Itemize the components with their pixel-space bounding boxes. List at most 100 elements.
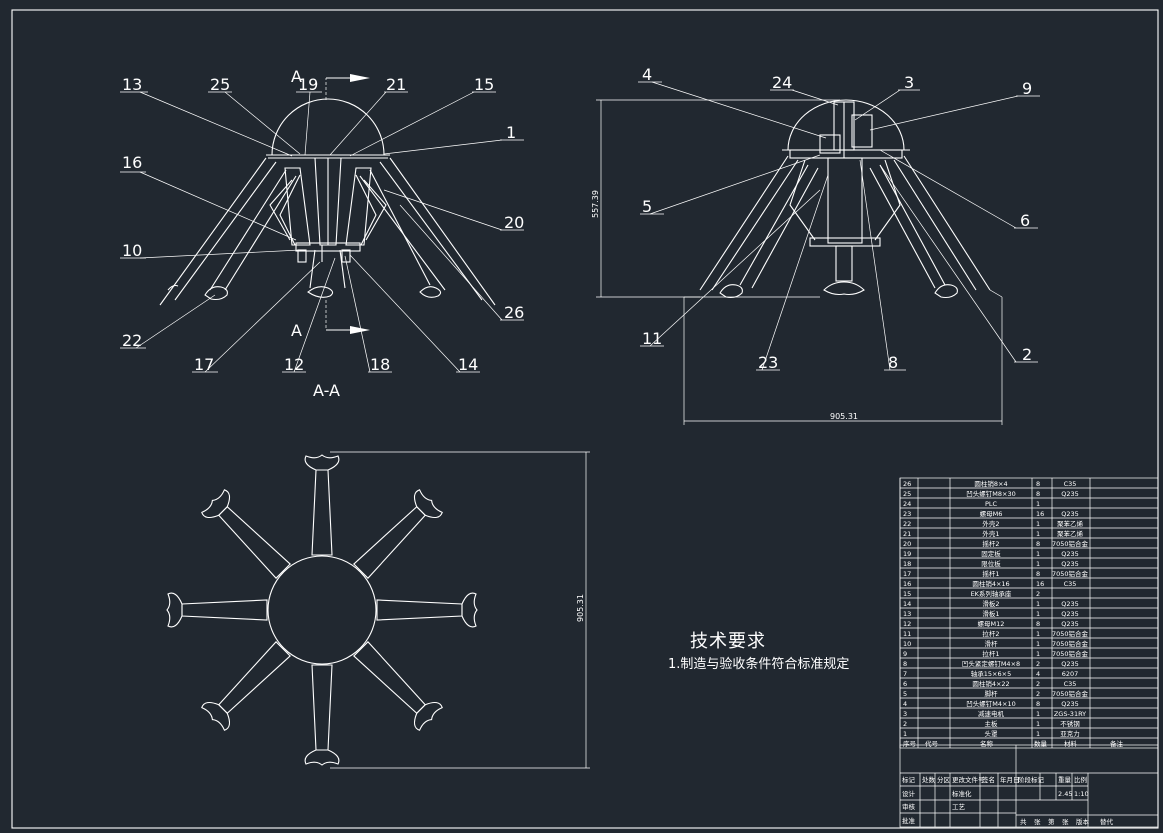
bom-qty: 1: [1036, 710, 1040, 718]
bom-no: 26: [903, 480, 911, 488]
bom-name: 摇杆2: [982, 539, 999, 548]
bom-qty: 1: [1036, 650, 1040, 658]
svg-text:标准化: 标准化: [952, 789, 972, 798]
svg-text:张: 张: [1034, 817, 1041, 826]
bom-header: 材料: [1064, 739, 1078, 748]
bom-name: 头罩: [985, 729, 999, 738]
bom-name: 滑板1: [982, 609, 999, 618]
svg-text:A: A: [291, 67, 302, 86]
bom-qty: 1: [1036, 560, 1040, 568]
bom-header: 数量: [1034, 739, 1048, 748]
bom-material: Q235: [1061, 510, 1079, 518]
svg-text:4: 4: [642, 65, 652, 84]
bom-material: ZGS-31RY: [1054, 710, 1086, 718]
bom-material: 7050铝合金: [1052, 629, 1089, 638]
bom-name: 凹头螺钉M8×30: [966, 489, 1015, 498]
bom-material: 6207: [1062, 670, 1079, 678]
svg-text:A: A: [291, 321, 302, 340]
svg-text:审核: 审核: [902, 802, 916, 811]
bom-name: 减速电机: [978, 709, 1005, 718]
bom-qty: 16: [1036, 510, 1044, 518]
balloon-labels-left: 13 25 19 21 15 1 16 20 10 22 17 12 18 14…: [122, 67, 524, 400]
bom-no: 25: [903, 490, 911, 498]
plan-view: [166, 454, 478, 766]
section-view: [159, 74, 496, 334]
tech-requirements-title: 技术要求: [690, 631, 766, 652]
bom-qty: 2: [1036, 660, 1040, 668]
bom-no: 20: [903, 540, 911, 548]
bom-name: 固定板: [981, 549, 1001, 558]
bom-qty: 2: [1036, 680, 1040, 688]
bom-no: 4: [903, 700, 907, 708]
bom-qty: 1: [1036, 520, 1040, 528]
bom-name: 主板: [985, 719, 999, 728]
bom-qty: 1: [1036, 500, 1040, 508]
bom-qty: 2: [1036, 690, 1040, 698]
bom-qty: 8: [1036, 700, 1040, 708]
bom-qty: 1: [1036, 720, 1040, 728]
svg-text:1:10: 1:10: [1074, 790, 1089, 798]
sheet-border: [11, 9, 1159, 829]
bom-no: 14: [903, 600, 911, 608]
svg-text:A-A: A-A: [313, 381, 340, 400]
bom-name: 滑杆: [985, 639, 999, 648]
svg-text:11: 11: [642, 329, 662, 348]
bom-qty: 1: [1036, 630, 1040, 638]
bom-material: C35: [1064, 580, 1077, 588]
bom-no: 21: [903, 530, 911, 538]
svg-text:分区: 分区: [937, 775, 951, 784]
bom-material: C35: [1064, 480, 1077, 488]
bom-material: 亚克力: [1060, 729, 1080, 738]
bom-material: C35: [1064, 680, 1077, 688]
bom-no: 11: [903, 630, 911, 638]
bom-material: 7050铝合金: [1052, 639, 1089, 648]
bom-no: 10: [903, 640, 911, 648]
svg-text:22: 22: [122, 331, 142, 350]
svg-text:版本: 版本: [1076, 817, 1090, 826]
bom-name: 凹头紧定螺钉M4×8: [962, 659, 1020, 668]
svg-text:重量: 重量: [1058, 776, 1072, 784]
svg-text:20: 20: [504, 213, 524, 232]
svg-text:替代: 替代: [1100, 817, 1114, 826]
bom-header: 代号: [925, 739, 939, 748]
bom-no: 24: [903, 500, 911, 508]
svg-text:工艺: 工艺: [952, 803, 966, 811]
bom-no: 2: [903, 720, 907, 728]
bom-name: EK系列轴承座: [971, 589, 1012, 598]
svg-text:10: 10: [122, 241, 142, 260]
svg-text:18: 18: [370, 355, 390, 374]
svg-text:更改文件号: 更改文件号: [952, 775, 985, 784]
bom-material: Q235: [1061, 700, 1079, 708]
leader-lines-left: [120, 91, 524, 373]
bom-no: 19: [903, 550, 911, 558]
bom-material: 7050铝合金: [1052, 539, 1089, 548]
svg-text:2.45: 2.45: [1058, 790, 1072, 798]
bom-qty: 8: [1036, 490, 1040, 498]
bom-no: 1: [903, 730, 907, 738]
svg-text:9: 9: [1022, 79, 1032, 98]
dim-width: 905.31: [830, 412, 858, 421]
svg-text:21: 21: [386, 75, 406, 94]
bom-material: Q235: [1061, 560, 1079, 568]
bom-name: 轴承15×6×5: [971, 669, 1011, 678]
bom-name: 螺母M6: [980, 509, 1003, 518]
bom-no: 22: [903, 520, 911, 528]
bom-no: 23: [903, 510, 911, 518]
bom-qty: 1: [1036, 530, 1040, 538]
bom-material: Q235: [1061, 610, 1079, 618]
bom-qty: 1: [1036, 600, 1040, 608]
svg-text:25: 25: [210, 75, 230, 94]
bom-material: 聚苯乙烯: [1057, 519, 1084, 528]
bom-qty: 8: [1036, 540, 1040, 548]
svg-text:13: 13: [122, 75, 142, 94]
bom-no: 12: [903, 620, 911, 628]
svg-text:3: 3: [904, 73, 914, 92]
bom-header: 序号: [903, 739, 917, 748]
title-block: 标记 处数 分区 更改文件号 签名 年月日 设计 标准化 审核 工艺 批准 阶段…: [899, 744, 1159, 828]
bom-no: 5: [903, 690, 907, 698]
bom-name: 外壳2: [982, 519, 999, 528]
bom-material: 聚苯乙烯: [1057, 529, 1084, 538]
bom-name: PLC: [985, 500, 998, 508]
